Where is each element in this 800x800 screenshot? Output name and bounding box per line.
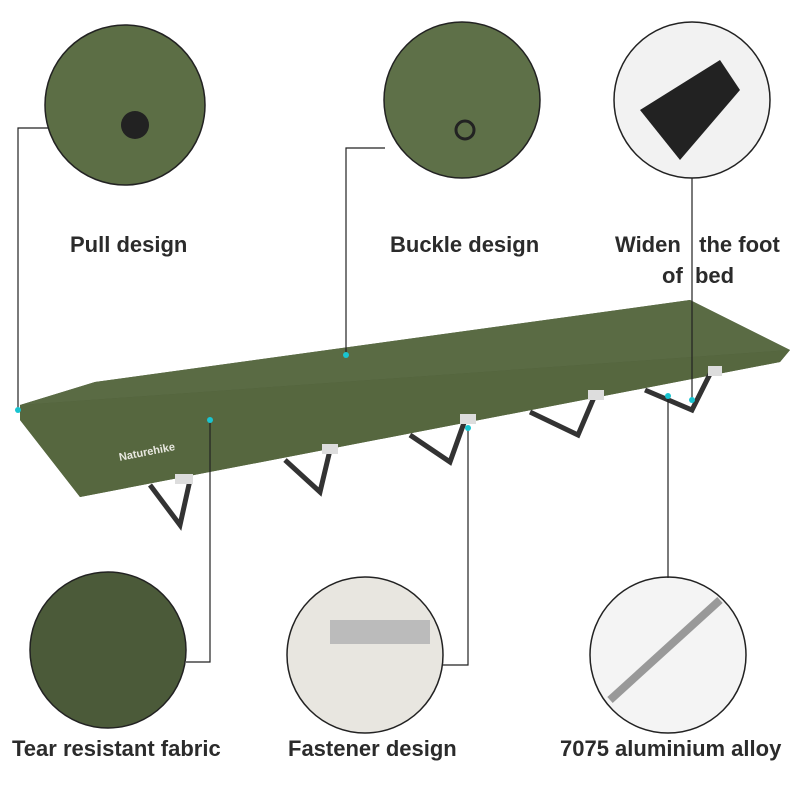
fabric-detail-photo <box>29 571 187 729</box>
pull-detail-photo <box>44 24 206 186</box>
fastener-detail-photo <box>286 576 444 734</box>
label-widen-line2: of bed <box>662 263 735 288</box>
label-tear-resistant-fabric: Tear resistant fabric <box>12 736 221 761</box>
leader-lines <box>17 127 693 666</box>
label-aluminium-alloy: 7075 aluminium alloy <box>560 736 782 761</box>
label-widen-line1: Widen the foot <box>615 232 780 257</box>
label-pull-design: Pull design <box>70 232 188 257</box>
label-fastener-design: Fastener design <box>288 736 457 761</box>
buckle-detail-photo <box>383 21 541 179</box>
label-buckle-design: Buckle design <box>390 232 540 257</box>
alloy-detail-photo <box>589 576 747 734</box>
camping-cot <box>20 300 790 531</box>
